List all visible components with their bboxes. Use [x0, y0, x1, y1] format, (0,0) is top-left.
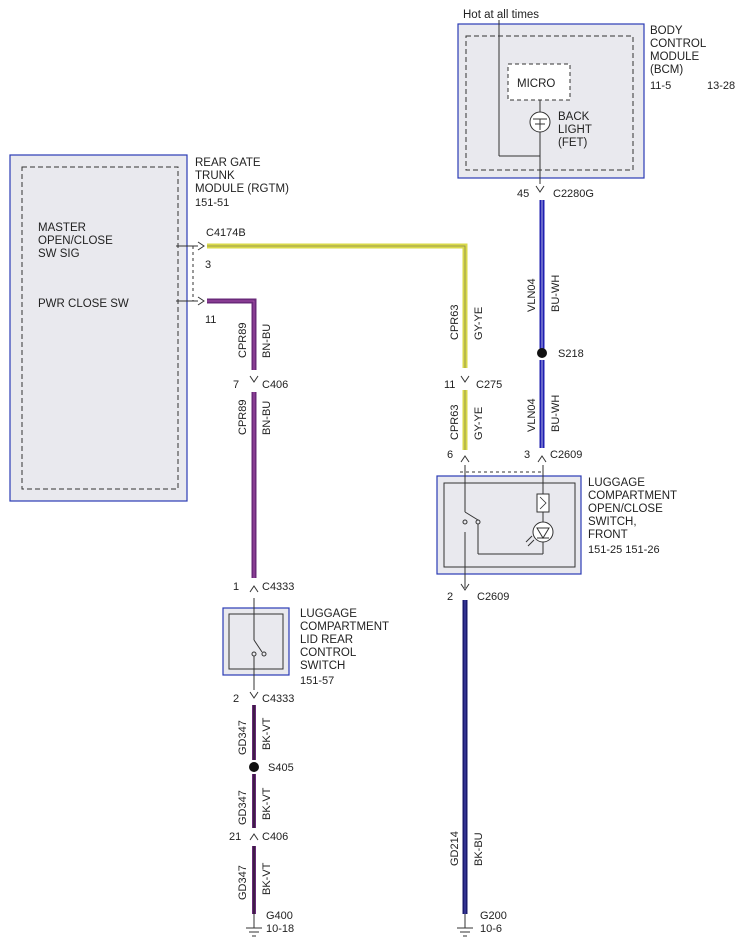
rgtm-title-3: MODULE (RGTM) [195, 183, 289, 195]
cpr63-circuit-2: CPR63 [449, 405, 461, 440]
gd347-color-3: BK-VT [261, 862, 273, 895]
s405-label: S405 [268, 762, 294, 774]
bcm-title-1: BODY [650, 25, 683, 37]
c406-top-name: C406 [262, 379, 288, 391]
master-line-3: SW SIG [38, 248, 80, 260]
c2280g-name: C2280G [553, 188, 594, 200]
connector-arrow-icon [535, 185, 545, 193]
gd347-circuit-1: GD347 [237, 720, 249, 755]
resistor-icon [536, 493, 550, 513]
c4174b-pin-master: 3 [205, 259, 211, 271]
master-line-2: OPEN/CLOSE [38, 235, 113, 247]
lf-title-5: FRONT [588, 529, 628, 541]
led-icon [532, 521, 554, 543]
bcm-ref-a: 11-5 [650, 80, 671, 92]
c406-top-pin: 7 [233, 379, 239, 391]
rgtm-title-1: REAR GATE [195, 157, 261, 169]
rgtm-title-2: TRUNK [195, 170, 235, 182]
gd214-color: BK-BU [473, 832, 485, 866]
pwr-close-label: PWR CLOSE SW [38, 298, 129, 310]
vln04-color-1: BU-WH [550, 275, 562, 312]
luggage-rear-switch: LUGGAGE COMPARTMENT LID REAR CONTROL SWI… [222, 598, 389, 690]
c2609-bottom-pin: 2 [447, 591, 453, 603]
gd347-color-1: BK-VT [261, 717, 273, 750]
g200-name: G200 [480, 910, 507, 922]
lr-title-1: LUGGAGE [300, 608, 357, 620]
cpr89-circuit-1: CPR89 [237, 323, 249, 358]
c4174b-name: C4174B [206, 227, 246, 239]
g200-ref: 10-6 [480, 923, 502, 935]
cpr63-color-1: GY-YE [473, 307, 485, 340]
c2609-right-pin: 3 [524, 449, 530, 461]
c406-bottom-pin: 21 [229, 831, 241, 843]
c406-bottom-name: C406 [262, 831, 288, 843]
g400-name: G400 [266, 910, 293, 922]
lf-refs: 151-25 151-26 [588, 544, 660, 556]
c4333-top-pin: 1 [233, 581, 239, 593]
back-light-line-1: BACK [558, 111, 590, 123]
lr-title-2: COMPARTMENT [300, 621, 389, 633]
g400-ref: 10-18 [266, 923, 294, 935]
ground-g200-icon [457, 914, 473, 937]
vln04-circuit-1: VLN04 [526, 278, 538, 312]
lf-title-1: LUGGAGE [588, 477, 645, 489]
bcm-module: Hot at all times MICRO BACK LIGHT (FET) … [457, 9, 735, 184]
vln04-color-2: BU-WH [550, 395, 562, 432]
s218-label: S218 [558, 348, 584, 360]
c275-name: C275 [476, 379, 502, 391]
gd347-circuit-2: GD347 [237, 790, 249, 825]
splice-s218-icon [537, 348, 547, 358]
master-line-1: MASTER [38, 222, 86, 234]
lf-title-3: OPEN/CLOSE [588, 503, 663, 515]
cpr89-circuit-2: CPR89 [237, 400, 249, 435]
cpr63-color-2: GY-YE [473, 407, 485, 440]
c4333-top-name: C4333 [262, 581, 294, 593]
gd347-color-2: BK-VT [261, 787, 273, 820]
rgtm-title-4: 151-51 [195, 197, 229, 209]
cpr89-color-2: BN-BU [261, 401, 273, 435]
c2609-left-pin: 6 [447, 449, 453, 461]
bcm-ref-b: 13-28 [707, 80, 735, 92]
lr-title-6: 151-57 [300, 675, 334, 687]
c4333-bottom-pin: 2 [233, 693, 239, 705]
rgtm-module: MASTER OPEN/CLOSE SW SIG PWR CLOSE SW RE… [9, 154, 289, 502]
c2280g-pin: 45 [517, 188, 529, 200]
bcm-title-4: (BCM) [650, 64, 683, 76]
lf-title-4: SWITCH, [588, 516, 637, 528]
lr-title-4: CONTROL [300, 647, 357, 659]
luggage-front-switch: LUGGAGE COMPARTMENT OPEN/CLOSE SWITCH, F… [436, 465, 677, 588]
c275-pin: 11 [444, 379, 455, 391]
c2609-right-name: C2609 [550, 449, 582, 461]
hot-label: Hot at all times [463, 9, 539, 21]
splice-s405-icon [249, 762, 259, 772]
cpr89-color-1: BN-BU [261, 324, 273, 358]
ground-g400-icon [246, 914, 262, 937]
lf-title-2: COMPARTMENT [588, 490, 677, 502]
back-light-line-3: (FET) [558, 137, 588, 149]
lr-title-5: SWITCH [300, 660, 345, 672]
cpr63-circuit-1: CPR63 [449, 305, 461, 340]
c4333-bottom-name: C4333 [262, 693, 294, 705]
bcm-title-3: MODULE [650, 51, 700, 63]
gd347-circuit-3: GD347 [237, 865, 249, 900]
lr-title-3: LID REAR [300, 634, 353, 646]
gd214-circuit: GD214 [449, 831, 461, 866]
bcm-title-2: CONTROL [650, 38, 707, 50]
back-light-line-2: LIGHT [558, 124, 592, 136]
c4174b-pin-pwr: 11 [205, 314, 216, 326]
vln04-circuit-2: VLN04 [526, 398, 538, 432]
c2609-bottom-name: C2609 [477, 591, 509, 603]
micro-label: MICRO [517, 78, 555, 90]
